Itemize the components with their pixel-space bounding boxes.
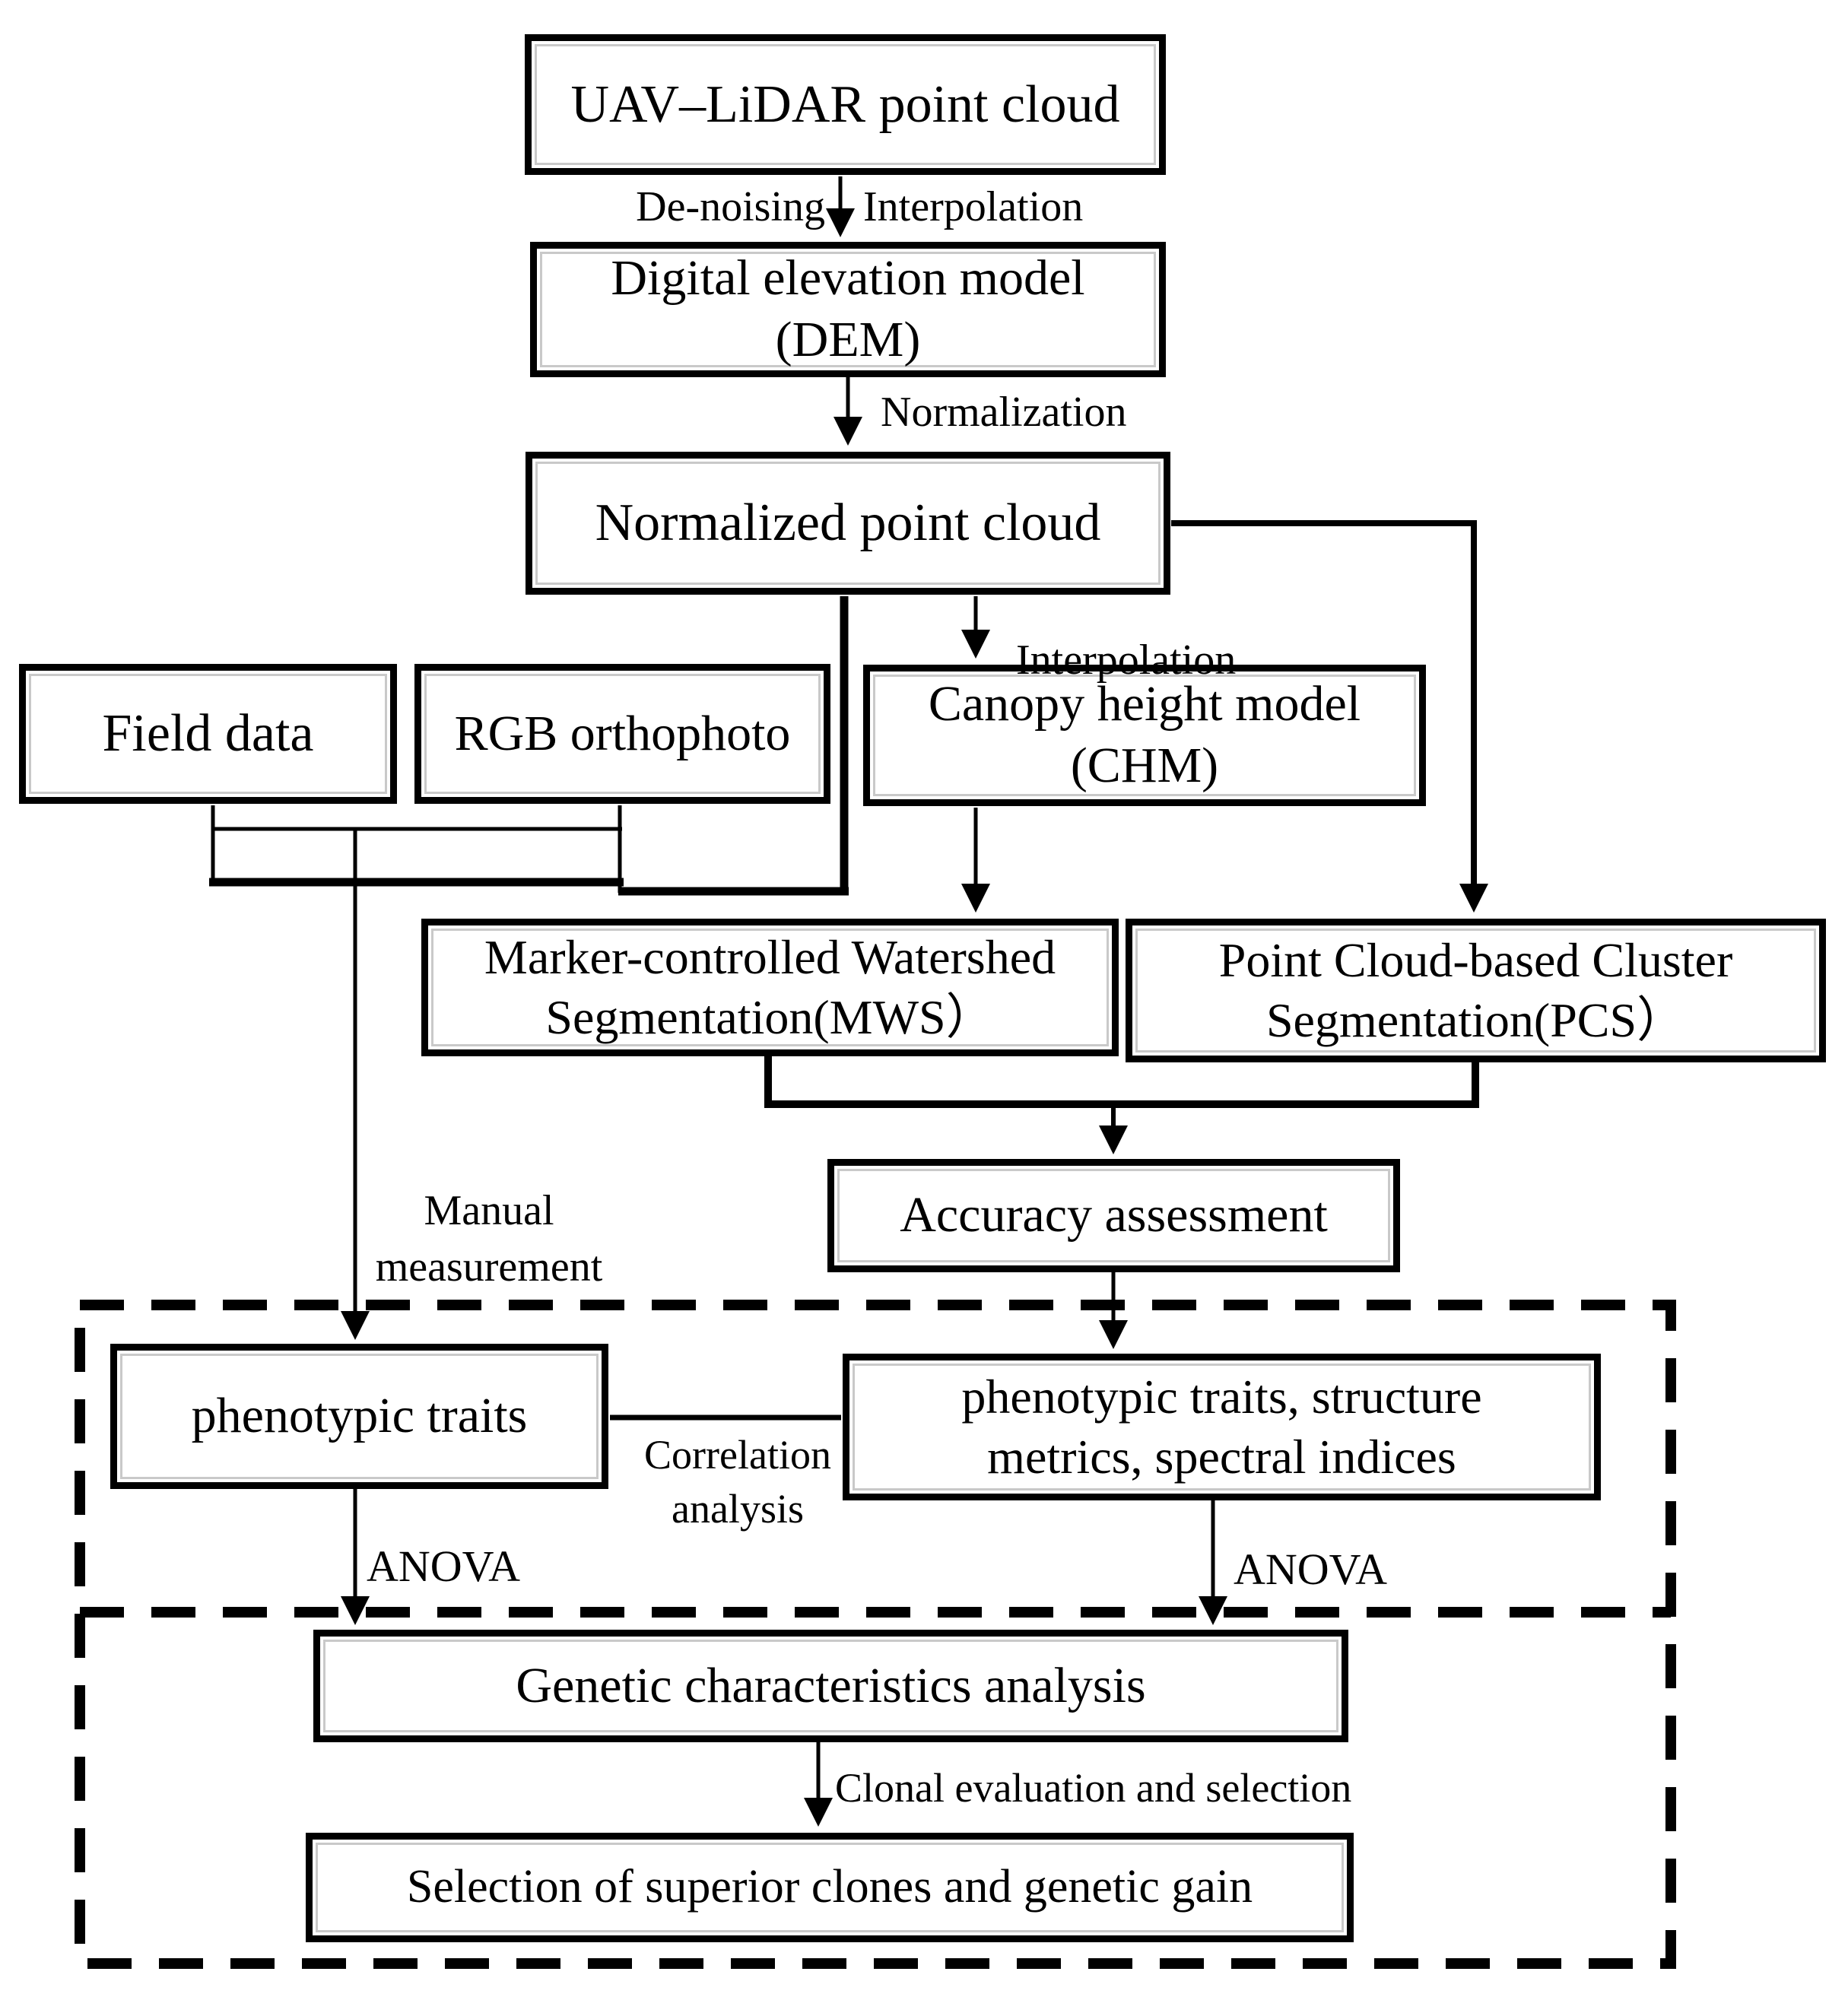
- node-dem-label: Digital elevation model (DEM): [611, 250, 1085, 367]
- edge-label-correlation-analysis: Correlation analysis: [644, 1432, 831, 1532]
- arrow-npc-to-pcs: [1171, 520, 1488, 913]
- node-field-data-label: Field data: [102, 704, 314, 764]
- node-field-data: Field data: [19, 664, 397, 804]
- node-phenotypic-traits-label: phenotypic traits: [191, 1388, 528, 1444]
- node-genetic-label: Genetic characteristics analysis: [516, 1657, 1146, 1713]
- node-rgb-orthophoto-label: RGB orthophoto: [454, 705, 791, 761]
- node-mws-label: Marker-controlled Watershed Segmentation…: [484, 930, 1056, 1044]
- dashed-group-border: [75, 1300, 1676, 1969]
- edge-label-denoising: De-noising: [636, 183, 825, 230]
- edge-label-normalization: Normalization: [881, 389, 1127, 436]
- node-pcs-label: Point Cloud-based Cluster Segmentation(P…: [1218, 933, 1733, 1047]
- node-uav-lidar-point-cloud: UAV–LiDAR point cloud: [525, 34, 1166, 175]
- node-selection-superior-clones: Selection of superior clones and genetic…: [306, 1833, 1354, 1942]
- edge-label-anova-right: ANOVA: [1234, 1545, 1387, 1594]
- edge-label-anova-left: ANOVA: [367, 1541, 520, 1591]
- node-accuracy-assessment: Accuracy assessment: [827, 1159, 1400, 1272]
- node-marker-watershed-segmentation: Marker-controlled Watershed Segmentation…: [421, 919, 1119, 1056]
- node-selection-label: Selection of superior clones and genetic…: [406, 1861, 1253, 1913]
- edge-label-clonal-evaluation: Clonal evaluation and selection: [835, 1765, 1352, 1811]
- node-normalized-point-cloud: Normalized point cloud: [526, 452, 1170, 595]
- node-uav-lidar-label: UAV–LiDAR point cloud: [570, 75, 1120, 134]
- node-traits-metrics-indices: phenotypic traits, structure metrics, sp…: [843, 1354, 1601, 1500]
- edge-label-interpolation-chm: Interpolation: [1016, 637, 1237, 684]
- node-chm-label: Canopy height model (CHM): [928, 676, 1361, 793]
- node-rgb-orthophoto: RGB orthophoto: [414, 664, 830, 804]
- edge-label-interpolation-dem: Interpolation: [863, 183, 1084, 230]
- node-npc-label: Normalized point cloud: [595, 494, 1101, 553]
- node-phenotypic-traits: phenotypic traits: [110, 1344, 608, 1489]
- node-traits-metrics-label: phenotypic traits, structure metrics, sp…: [961, 1370, 1482, 1484]
- node-genetic-characteristics-analysis: Genetic characteristics analysis: [313, 1630, 1348, 1742]
- node-accuracy-label: Accuracy assessment: [900, 1187, 1328, 1243]
- node-digital-elevation-model: Digital elevation model (DEM): [530, 242, 1166, 377]
- edge-label-manual-measurement: Manual measurement: [375, 1187, 603, 1291]
- node-point-cloud-cluster-segmentation: Point Cloud-based Cluster Segmentation(P…: [1126, 919, 1826, 1062]
- node-canopy-height-model: Canopy height model (CHM): [863, 665, 1426, 806]
